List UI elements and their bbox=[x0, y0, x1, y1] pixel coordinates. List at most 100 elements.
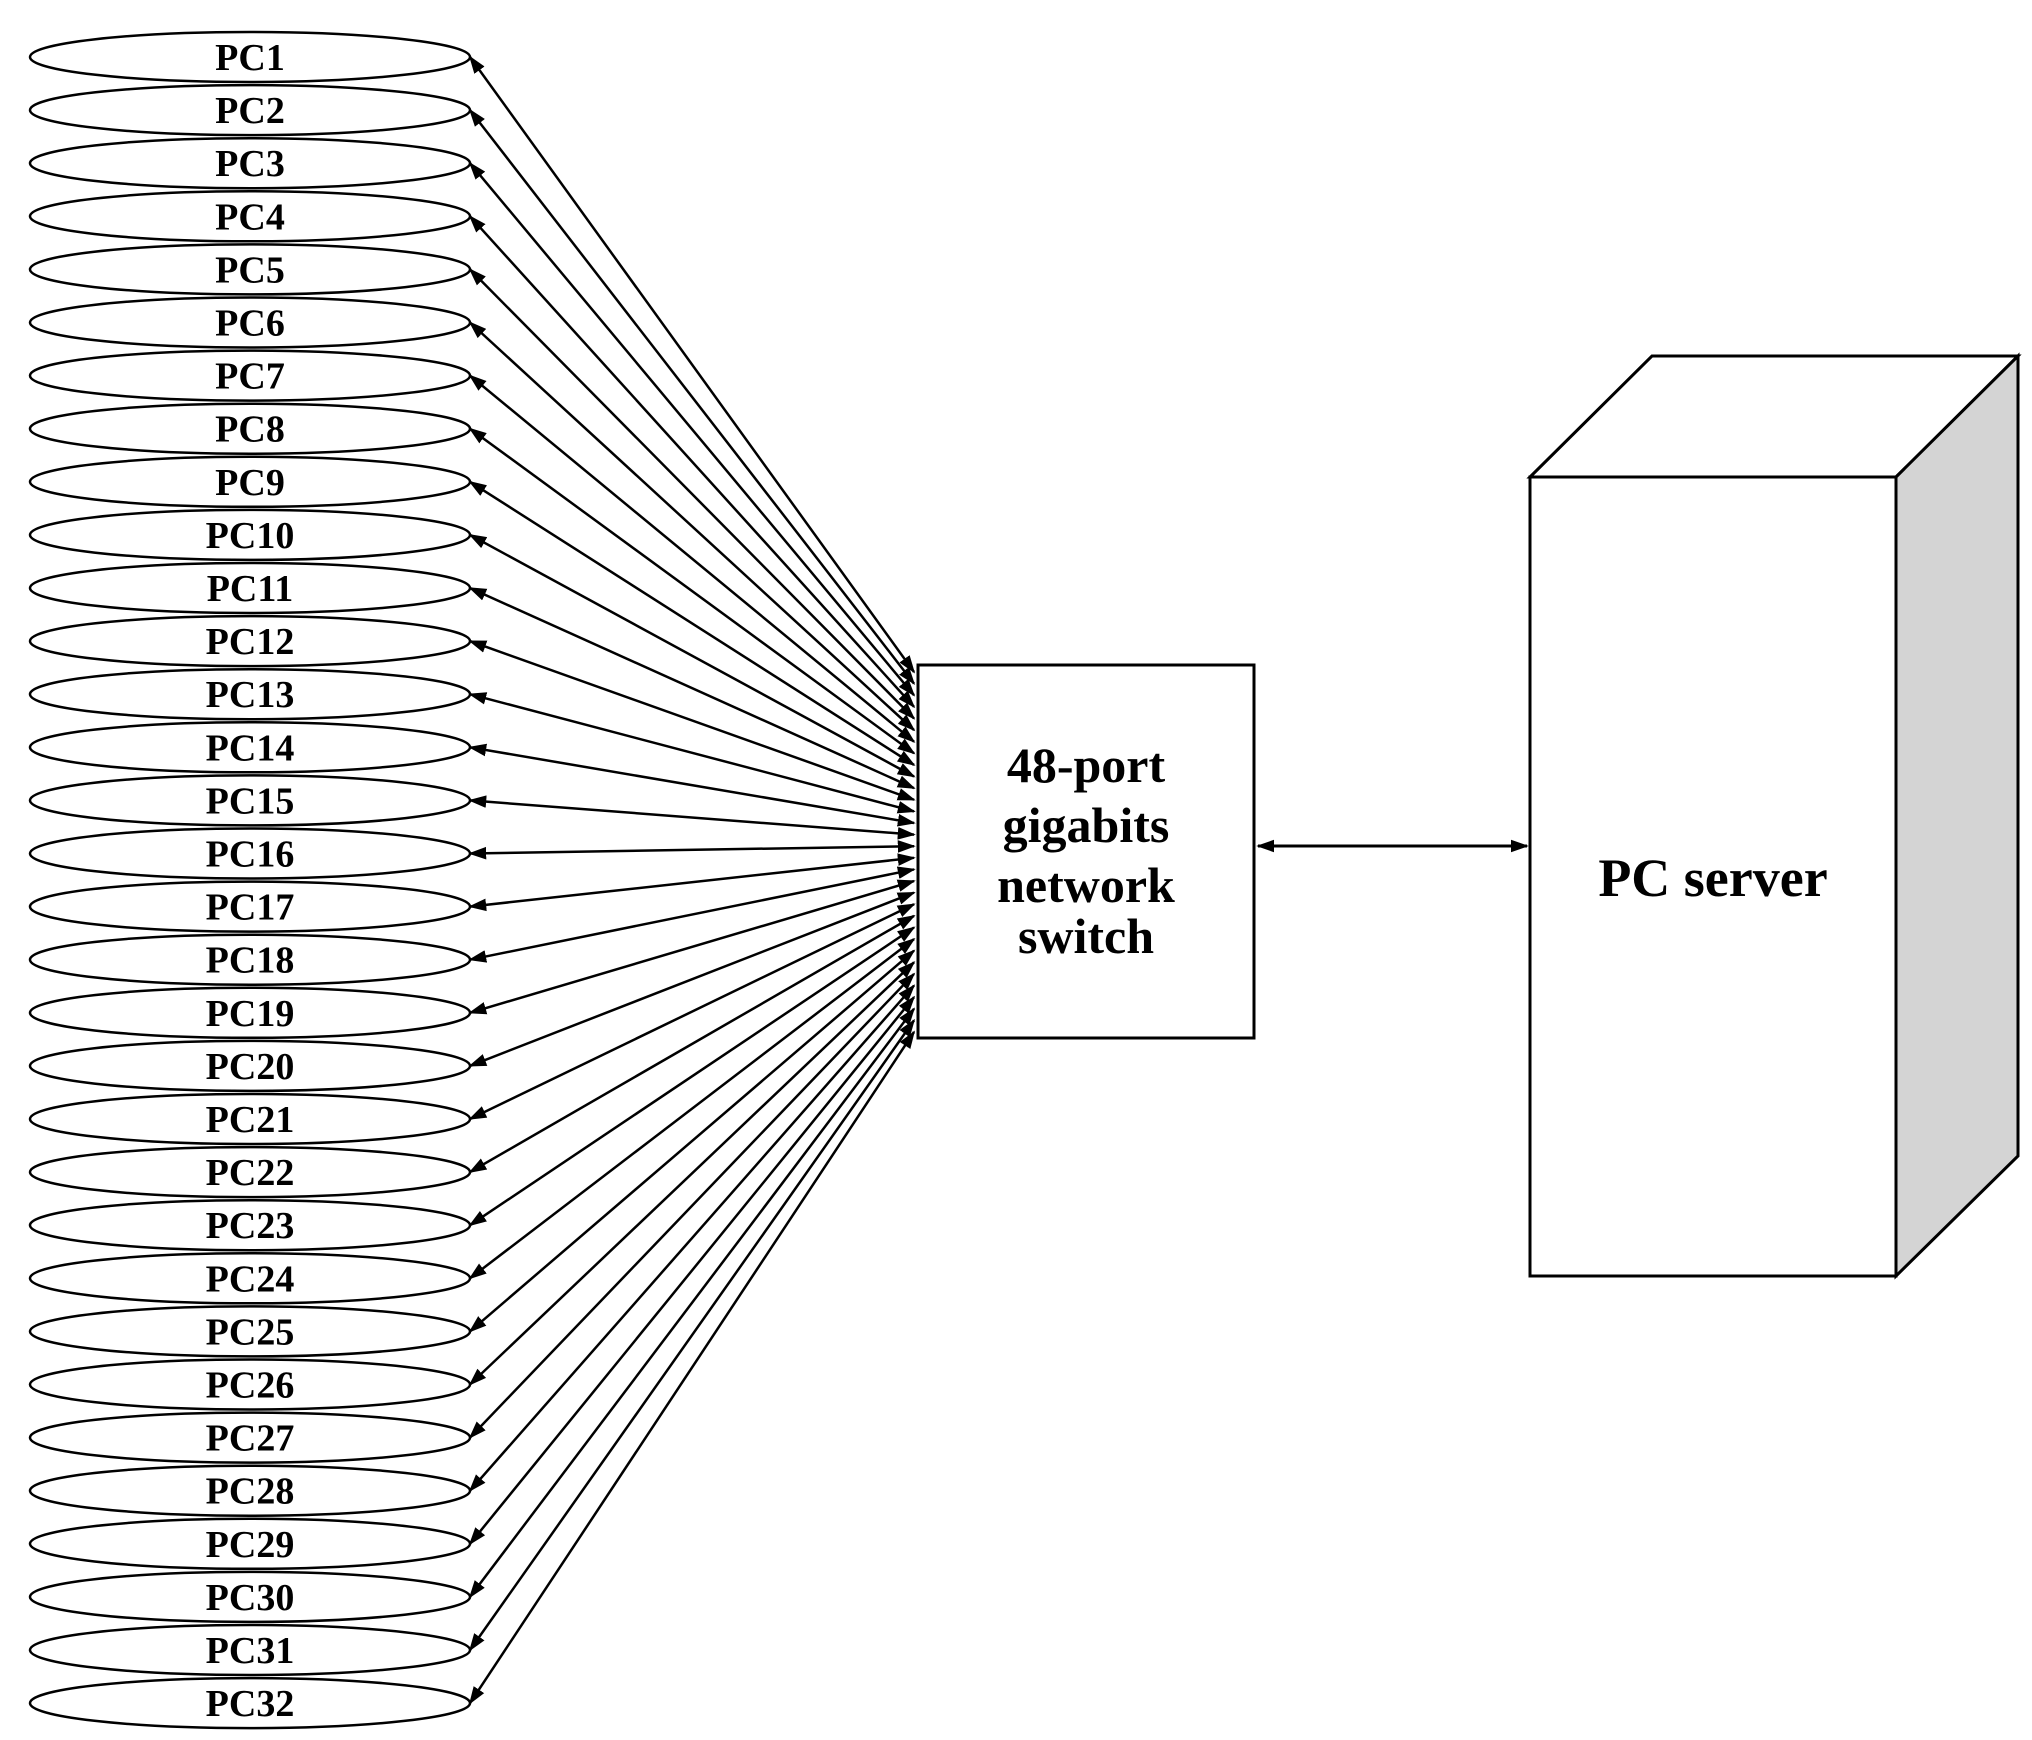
pc-link-arrow bbox=[468, 639, 916, 801]
pc-node: PC9 bbox=[28, 455, 472, 509]
pc-label: PC28 bbox=[206, 1471, 295, 1513]
pc-link-arrow bbox=[468, 891, 916, 1068]
pc-node: PC21 bbox=[28, 1092, 472, 1146]
pc-label: PC30 bbox=[206, 1577, 295, 1619]
pc-ellipse bbox=[28, 296, 472, 349]
pc-label: PC6 bbox=[215, 303, 285, 345]
pc-label: PC8 bbox=[215, 409, 285, 451]
pc-node: PC30 bbox=[28, 1570, 472, 1624]
pc-link-arrow bbox=[468, 692, 916, 814]
pc-label: PC3 bbox=[215, 143, 285, 185]
pc-label: PC17 bbox=[206, 887, 295, 929]
pc-ellipse bbox=[28, 774, 472, 827]
pc-ellipse bbox=[28, 455, 472, 509]
pc-node: PC22 bbox=[28, 1145, 472, 1199]
pc-link-arrow bbox=[468, 949, 916, 1333]
pc-ellipse bbox=[28, 986, 472, 1040]
pc-node: PC27 bbox=[28, 1411, 472, 1464]
pc-node: PC2 bbox=[28, 83, 472, 137]
pc-label: PC32 bbox=[206, 1683, 295, 1725]
pc-ellipse bbox=[28, 880, 472, 933]
pc-ellipse bbox=[28, 30, 472, 84]
pc-label: PC21 bbox=[206, 1099, 295, 1141]
pc-node: PC15 bbox=[28, 774, 472, 827]
pc-label: PC31 bbox=[206, 1630, 295, 1672]
pc-label: PC10 bbox=[206, 515, 295, 557]
pc-link-arrow bbox=[468, 108, 916, 686]
pc-label: PC7 bbox=[215, 356, 285, 398]
pc-link-arrow bbox=[468, 1007, 916, 1599]
pc-link-arrow bbox=[468, 533, 916, 778]
pc-label: PC13 bbox=[206, 674, 295, 716]
pc-ellipse bbox=[28, 561, 472, 615]
pc-node: PC5 bbox=[28, 243, 472, 296]
pc-link-arrow bbox=[468, 795, 916, 840]
server-front-face bbox=[1528, 475, 1898, 1278]
pc-label: PC19 bbox=[206, 993, 295, 1035]
pc-label: PC29 bbox=[206, 1524, 295, 1566]
pc-link-arrow bbox=[468, 268, 916, 720]
pc-link-arrow bbox=[468, 214, 916, 709]
pc-ellipse bbox=[28, 1198, 472, 1252]
pc-label: PC16 bbox=[206, 834, 295, 876]
pc-node: PC11 bbox=[28, 561, 472, 615]
pc-node: PC31 bbox=[28, 1623, 472, 1677]
pc-node: PC6 bbox=[28, 296, 472, 349]
pc-node: PC24 bbox=[28, 1252, 472, 1305]
pc-ellipse bbox=[28, 349, 472, 402]
pc-link-arrow bbox=[468, 938, 916, 1280]
pc-ellipse bbox=[28, 933, 472, 986]
switch-label-line-2: gigabits bbox=[1003, 797, 1170, 853]
pc-ellipse bbox=[28, 827, 472, 880]
pc-node: PC26 bbox=[28, 1358, 472, 1411]
switch-box bbox=[916, 663, 1256, 1040]
pc-label: PC2 bbox=[215, 90, 285, 132]
pc-link-arrow bbox=[468, 480, 916, 766]
pc-node: PC17 bbox=[28, 880, 472, 933]
pc-ellipse bbox=[28, 1464, 472, 1517]
pc-node: PC13 bbox=[28, 667, 472, 721]
pc-node: PC3 bbox=[28, 136, 472, 190]
pc-label: PC1 bbox=[215, 37, 285, 79]
pc-node: PC18 bbox=[28, 933, 472, 986]
pc-ellipse bbox=[28, 1252, 472, 1305]
pc-node: PC4 bbox=[28, 190, 472, 243]
pc-link-arrow bbox=[468, 1018, 916, 1652]
pc-ellipse bbox=[28, 402, 472, 455]
pc-ellipse bbox=[28, 136, 472, 190]
pc-ellipse bbox=[28, 508, 472, 562]
pc-node: PC19 bbox=[28, 986, 472, 1040]
pc-label: PC12 bbox=[206, 621, 295, 663]
pc-label: PC23 bbox=[206, 1205, 295, 1247]
pc-node: PC28 bbox=[28, 1464, 472, 1517]
pc-node: PC1 bbox=[28, 30, 472, 84]
pc-link-arrow bbox=[468, 961, 916, 1386]
pc-node: PC23 bbox=[28, 1198, 472, 1252]
pc-link-arrow bbox=[468, 926, 916, 1227]
pc-node: PC25 bbox=[28, 1305, 472, 1358]
pc-label: PC25 bbox=[206, 1311, 295, 1353]
pc-ellipse bbox=[28, 614, 472, 668]
pc-link-arrow bbox=[468, 840, 916, 860]
pc-node: PC7 bbox=[28, 349, 472, 402]
server-label: PC server bbox=[1598, 848, 1827, 908]
pc-ellipse bbox=[28, 1145, 472, 1199]
pc-label: PC9 bbox=[215, 462, 285, 504]
pc-ellipse bbox=[28, 1305, 472, 1358]
pc-ellipse bbox=[28, 1676, 472, 1730]
pc-ellipse bbox=[28, 667, 472, 721]
pc-label: PC11 bbox=[207, 568, 294, 610]
network-switch: 48-port gigabits network switch bbox=[916, 663, 1256, 1040]
pc-ellipse bbox=[28, 1358, 472, 1411]
pc-ellipse bbox=[28, 1517, 472, 1571]
pc-node: PC29 bbox=[28, 1517, 472, 1571]
pc-link-arrow bbox=[468, 55, 916, 674]
pc-label: PC14 bbox=[206, 727, 295, 769]
pc-ellipse bbox=[28, 721, 472, 774]
pc-node: PC32 bbox=[28, 1676, 472, 1730]
pc-ellipse bbox=[28, 243, 472, 296]
switch-label-line-3: network bbox=[997, 857, 1175, 913]
pc-label: PC26 bbox=[206, 1365, 295, 1407]
pc-switch-links bbox=[468, 55, 916, 1705]
